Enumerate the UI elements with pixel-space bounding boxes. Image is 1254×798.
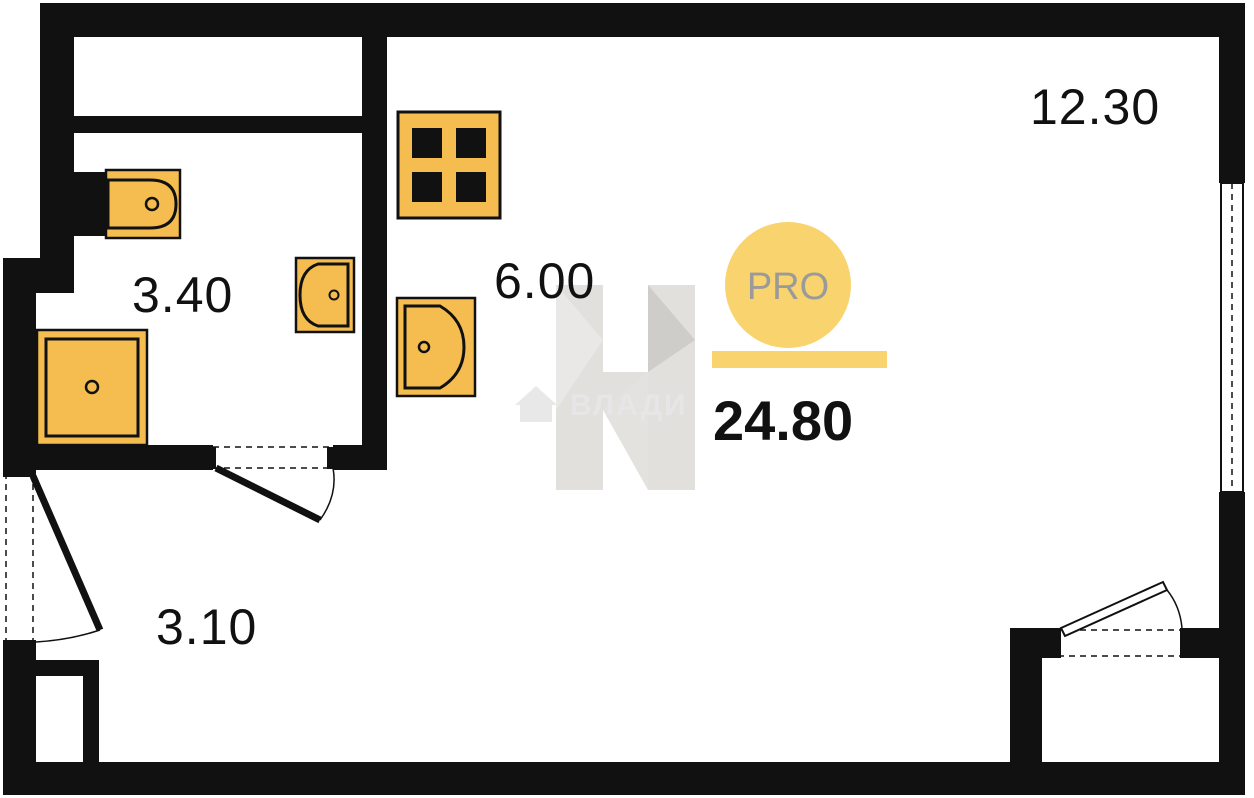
- room-area-kitchen: 6.00: [494, 253, 595, 309]
- doorway-balcony: [1053, 580, 1188, 658]
- shower-tray-icon: [35, 328, 149, 447]
- doorway-bathroom: [206, 446, 337, 524]
- total-area: 24.80: [713, 389, 853, 452]
- pro-badge-text: PRO: [747, 266, 829, 308]
- room-area-hallway: 3.10: [156, 599, 257, 655]
- pro-badge: PRO: [712, 222, 887, 368]
- sink-icon: [294, 256, 356, 334]
- walls: [3, 3, 1245, 795]
- doorway-entrance: [3, 467, 104, 650]
- kitchen-sink-icon: [395, 296, 477, 398]
- room-area-bathroom: 3.40: [132, 267, 233, 323]
- stove-icon: [396, 110, 502, 220]
- watermark-logo: ВЛАДИ: [515, 285, 695, 490]
- room-area-living: 12.30: [1030, 79, 1160, 135]
- watermark-text: ВЛАДИ: [570, 389, 688, 422]
- window-right: [1220, 182, 1244, 493]
- house-logo-icon: [515, 386, 557, 422]
- toilet-icon: [74, 168, 182, 240]
